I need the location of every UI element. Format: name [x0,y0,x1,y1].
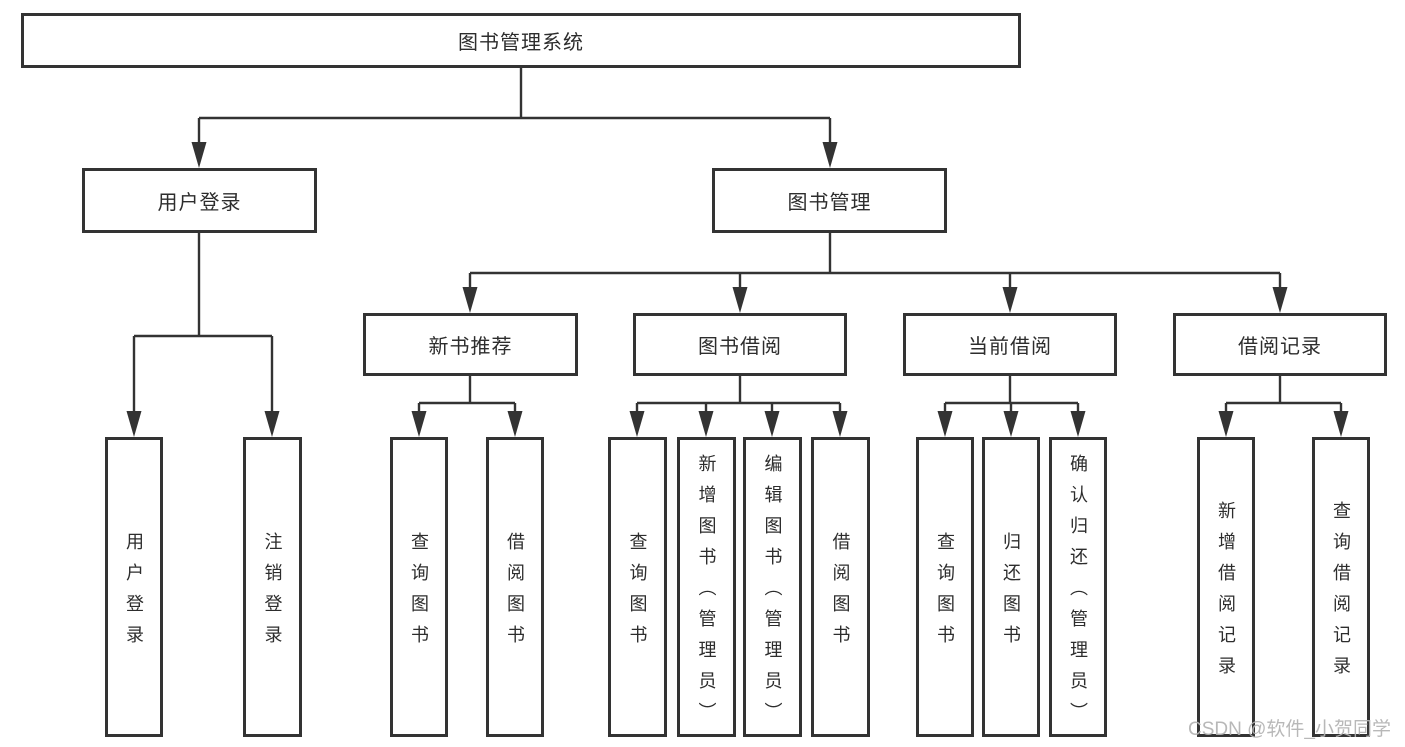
node-leaf-query-books-2: 查询图书 [608,437,667,737]
node-book-management-branch: 图书管理 [712,168,947,233]
connector-book-borrow-leaves [629,376,848,437]
node-leaf-user-login: 用户登录 [105,437,163,737]
leaf-label: 查询图书 [935,531,955,656]
connector-user-login-branch [126,233,280,437]
connector-borrow-records-leaves [1218,376,1349,437]
leaf-label: 确认归还（管理员） [1068,454,1088,733]
node-leaf-add-borrow-record: 新增借阅记录 [1197,437,1255,737]
node-leaf-return-books: 归还图书 [982,437,1040,737]
node-current-borrow-section: 当前借阅 [903,313,1117,376]
leaf-label: 用户登录 [124,531,144,656]
connector-current-borrow-leaves [937,376,1086,437]
leaf-label: 借阅图书 [830,531,851,656]
node-borrow-records-section: 借阅记录 [1173,313,1387,376]
node-leaf-borrow-books-1: 借阅图书 [486,437,544,737]
node-leaf-query-books-1: 查询图书 [390,437,448,737]
node-new-books-section: 新书推荐 [363,313,578,376]
leaf-label: 编辑图书（管理员） [762,454,783,733]
leaf-label: 查询图书 [627,531,648,656]
node-user-login-branch: 用户登录 [82,168,317,233]
connector-new-books-leaves [411,376,523,437]
csdn-watermark: CSDN @软件_小贺同学 [1188,719,1391,740]
node-leaf-edit-books-admin: 编辑图书（管理员） [743,437,802,737]
leaf-label: 查询借阅记录 [1331,500,1351,687]
leaf-label: 归还图书 [1001,531,1021,656]
node-leaf-confirm-return-admin: 确认归还（管理员） [1049,437,1107,737]
connector-book-management-to-level3 [462,233,1288,313]
leaf-label: 注销登录 [262,531,283,656]
leaf-label: 新增借阅记录 [1216,500,1236,687]
leaf-label: 查询图书 [409,531,429,656]
node-leaf-logout: 注销登录 [243,437,302,737]
node-leaf-borrow-books-2: 借阅图书 [811,437,870,737]
connector-root-to-level2 [191,68,838,168]
leaf-label: 借阅图书 [505,531,525,656]
node-leaf-add-books-admin: 新增图书（管理员） [677,437,736,737]
leaf-label: 新增图书（管理员） [696,454,717,733]
node-leaf-query-borrow-record: 查询借阅记录 [1312,437,1370,737]
node-leaf-query-books-3: 查询图书 [916,437,974,737]
node-root-system: 图书管理系统 [21,13,1021,68]
node-book-borrow-section: 图书借阅 [633,313,847,376]
